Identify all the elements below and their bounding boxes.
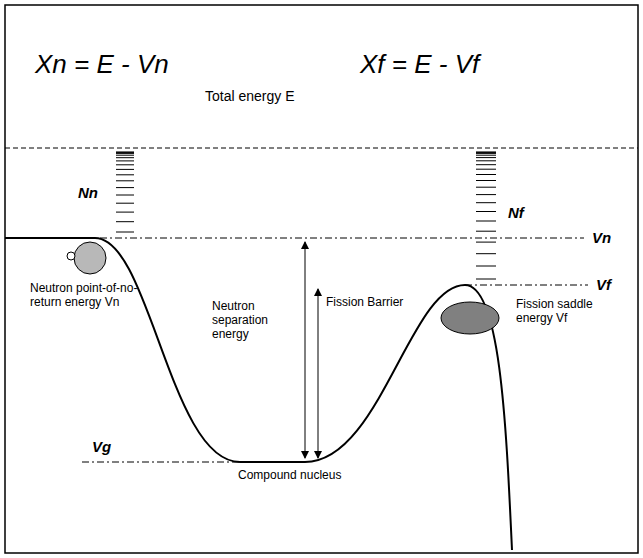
energy-level	[476, 152, 496, 153]
separation-arrow	[305, 242, 306, 458]
barrier-arrow	[318, 289, 319, 458]
energy-level	[116, 187, 134, 188]
level-label: Vn	[592, 229, 611, 246]
level-label: Nf	[508, 204, 524, 221]
level-label: Nn	[78, 184, 98, 201]
barrier-label: Fission Barrier	[326, 296, 404, 310]
energy-level	[476, 279, 496, 280]
level-stacks	[116, 152, 496, 279]
energy-level	[116, 153, 134, 154]
energy-level	[476, 187, 496, 188]
energy-level	[476, 164, 496, 165]
energy-level	[116, 152, 134, 153]
energy-level	[116, 160, 134, 161]
energy-level	[476, 211, 496, 212]
energy-formula: Xf = E - Vf	[360, 50, 479, 80]
frame	[5, 5, 638, 553]
energy-level	[116, 164, 134, 165]
level-label: Vf	[596, 276, 611, 293]
energy-level	[476, 169, 496, 170]
energy-level	[116, 169, 134, 170]
energy-level	[116, 221, 134, 222]
saddle-label: Fission saddle energy Vf	[516, 298, 596, 326]
potential-curve	[5, 238, 512, 550]
nucleus-circle	[74, 242, 106, 274]
energy-level	[116, 203, 134, 204]
energy-level	[476, 253, 496, 254]
neutron-circle	[67, 252, 75, 260]
total-energy-label: Total energy E	[205, 88, 295, 104]
energy-level	[476, 152, 496, 153]
total-energy-line	[5, 148, 638, 149]
energy-level	[476, 231, 496, 232]
energy-level	[116, 155, 134, 156]
energy-level	[476, 160, 496, 161]
saddle-ellipse	[441, 302, 499, 334]
level-label: Vg	[92, 438, 111, 455]
energy-level	[476, 180, 496, 181]
energy-level	[116, 232, 134, 233]
neutron-label: Neutron point-of-no-return energy Vn	[30, 282, 148, 310]
energy-level	[116, 157, 134, 158]
vn-level	[100, 238, 584, 239]
energy-level	[116, 174, 134, 175]
energy-level	[476, 242, 496, 243]
energy-level	[476, 221, 496, 222]
energy-level	[476, 202, 496, 203]
energy-level	[116, 212, 134, 213]
energy-level	[476, 157, 496, 158]
energy-level	[476, 155, 496, 156]
energy-level	[476, 153, 496, 154]
vf-level	[465, 285, 588, 286]
compound-label: Compound nucleus	[238, 469, 378, 483]
energy-level	[476, 266, 496, 267]
separation-label: Neutron separation energy	[212, 300, 298, 341]
energy-level	[476, 194, 496, 195]
vg-level	[82, 462, 305, 463]
energy-level	[476, 174, 496, 175]
energy-level	[116, 152, 134, 153]
energy-level	[116, 180, 134, 181]
energy-formula: Xn = E - Vn	[35, 50, 169, 80]
energy-level	[116, 195, 134, 196]
